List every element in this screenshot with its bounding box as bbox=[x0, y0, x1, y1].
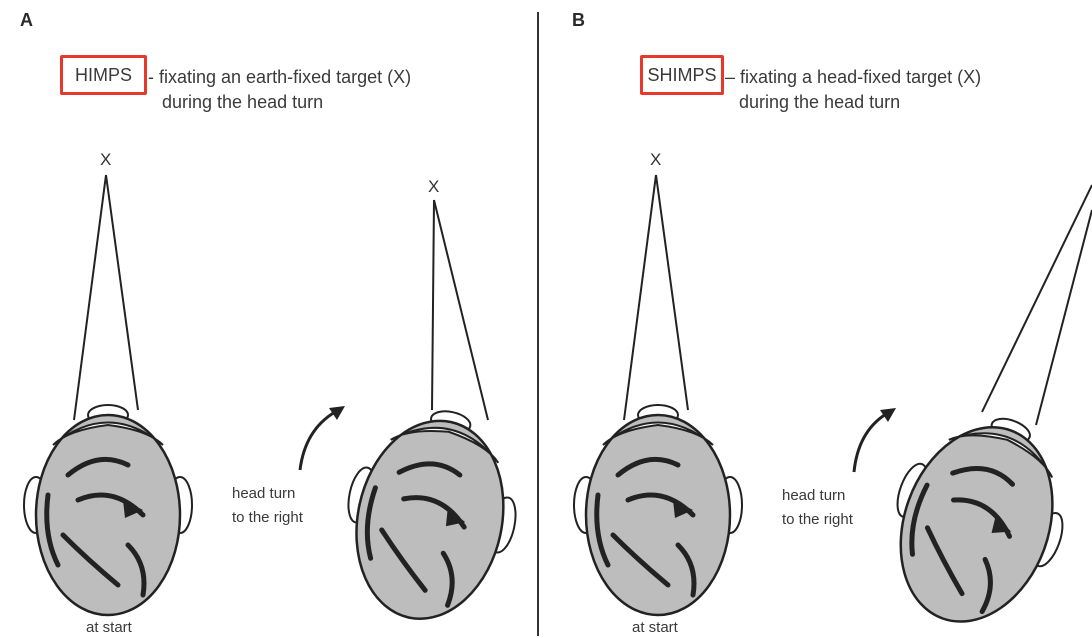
gaze-lines-turned bbox=[982, 185, 1092, 425]
panel-a-illustration bbox=[0, 0, 546, 638]
start-label: at start bbox=[86, 616, 132, 638]
turn-label-line-2: to the right bbox=[782, 508, 853, 532]
head-start bbox=[574, 405, 742, 615]
turn-arrow-icon bbox=[300, 406, 345, 470]
turn-label-line-1: head turn bbox=[232, 482, 295, 506]
gaze-lines-start bbox=[624, 175, 688, 420]
start-label: at start bbox=[632, 616, 678, 638]
turn-label-line-1: head turn bbox=[782, 484, 845, 508]
head-turned bbox=[863, 392, 1092, 638]
gaze-lines-start bbox=[74, 175, 138, 420]
panel-b: B SHIMPS – fixating a head-fixed target … bbox=[546, 0, 1092, 638]
turn-label-line-2: to the right bbox=[232, 506, 303, 530]
panel-b-illustration bbox=[546, 0, 1092, 638]
turn-arrow-icon bbox=[854, 408, 896, 472]
head-turned bbox=[327, 395, 535, 635]
gaze-lines-turned bbox=[432, 200, 488, 420]
head-start bbox=[24, 405, 192, 615]
panel-a: A HIMPS - fixating an earth-fixed target… bbox=[0, 0, 546, 638]
